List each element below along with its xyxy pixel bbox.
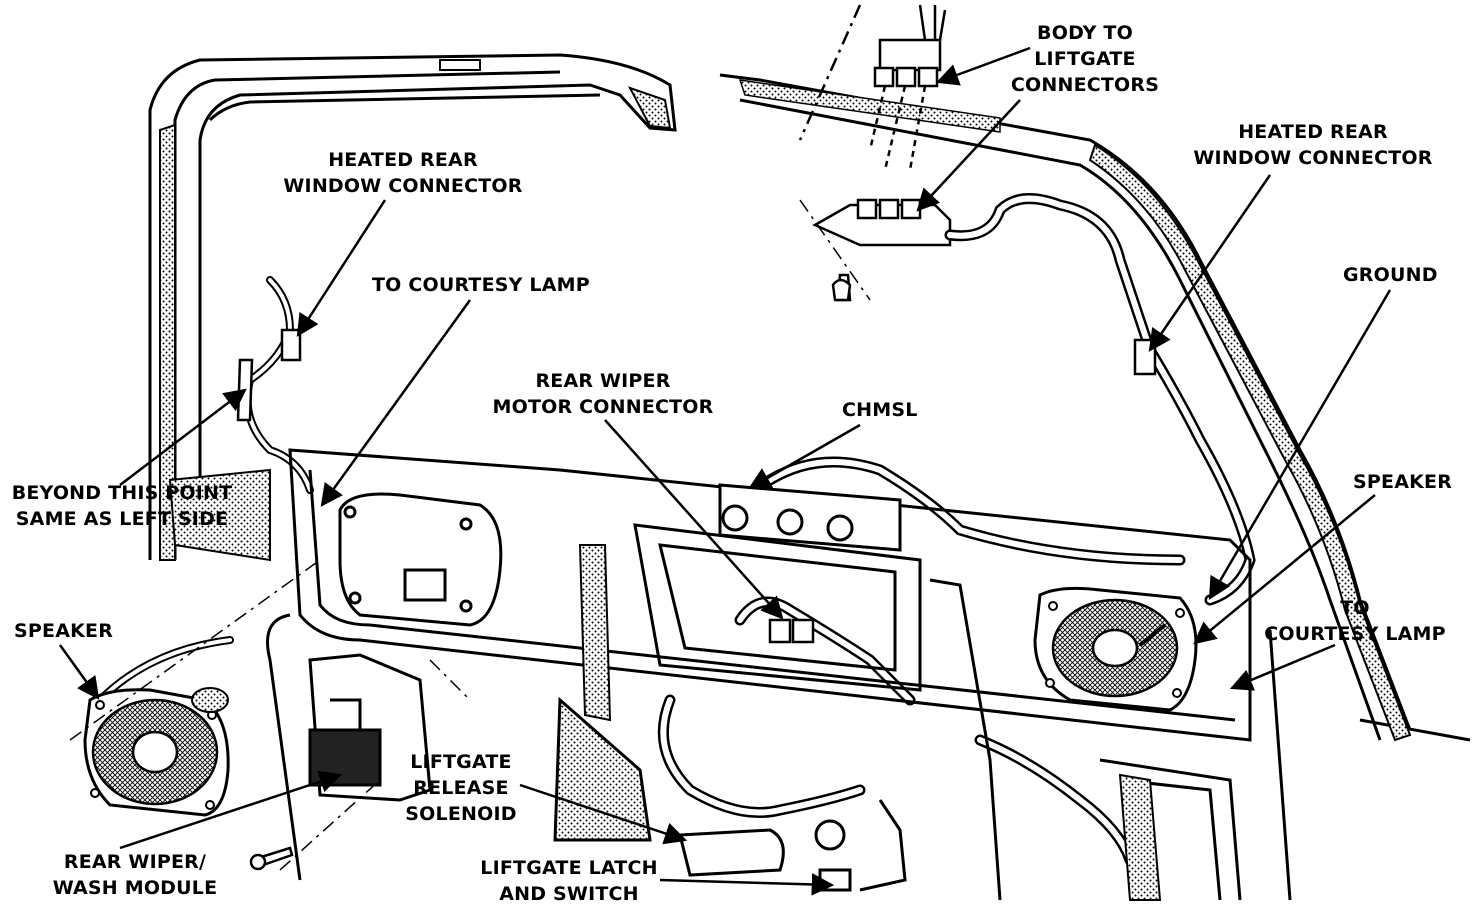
arrow-ground — [1208, 289, 1392, 600]
label-rear-wiper-wash-module: REAR WIPER/ WASH MODULE — [52, 851, 218, 899]
arrow-body-to-liftgate-2 — [916, 99, 1021, 212]
label-beyond-this-point: BEYOND THIS POINT SAME AS LEFT SIDE — [11, 482, 233, 530]
label-liftgate-latch-switch: LIFTGATE LATCH AND SWITCH — [480, 857, 658, 905]
arrow-speaker-left — [58, 644, 100, 700]
chmsl-housing — [718, 483, 902, 552]
arrow-solenoid — [519, 783, 688, 845]
arrow-body-to-liftgate-1 — [935, 46, 1031, 86]
frame-stipple-roof — [738, 79, 1001, 133]
top-slot — [439, 59, 481, 71]
label-heated-window-left: HEATED REAR WINDOW CONNECTOR — [283, 149, 523, 197]
label-rear-wiper-motor: REAR WIPER MOTOR CONNECTOR — [492, 370, 714, 418]
arrow-heated-left — [296, 199, 387, 337]
label-body-to-liftgate: BODY TO LIFTGATE CONNECTORS — [1010, 22, 1160, 96]
arrow-beyond — [119, 388, 247, 486]
center-recess — [633, 523, 922, 692]
body-connectors — [798, 4, 947, 171]
frame-stipple-pillar — [578, 544, 612, 722]
arrow-wiper-motor — [604, 419, 784, 620]
arrow-courtesy-left — [320, 299, 472, 507]
exploded-lines — [69, 199, 871, 871]
label-speaker-left: SPEAKER — [14, 620, 114, 642]
speaker-right — [1033, 586, 1198, 712]
wiper-motor-connector — [768, 618, 815, 644]
arrow-speaker-right — [1193, 494, 1376, 645]
screw-left — [249, 846, 294, 871]
arrow-wiper-wash — [119, 770, 343, 850]
courtesy-lamp-left — [338, 492, 503, 627]
label-ground: GROUND — [1343, 264, 1438, 286]
arrow-chmsl — [748, 423, 861, 490]
liftgate-frame-left — [148, 53, 677, 560]
label-liftgate-release-solenoid: LIFTGATE RELEASE SOLENOID — [405, 751, 517, 825]
arrow-heated-right — [1148, 174, 1272, 352]
callout-arrows — [58, 46, 1392, 896]
heated-window-connector-left — [236, 328, 302, 422]
label-to-courtesy-lamp-left: TO COURTESY LAMP — [372, 274, 590, 296]
liftgate-frame-right — [719, 73, 1471, 742]
frame-stipple-right — [1088, 143, 1412, 742]
arrow-latch — [659, 873, 835, 896]
label-to-courtesy-lamp-right: TO COURTESY LAMP — [1264, 597, 1446, 645]
frame-stipple-corner — [168, 468, 271, 562]
speaker-left — [83, 687, 230, 817]
label-chmsl: CHMSL — [842, 399, 918, 421]
label-heated-window-right: HEATED REAR WINDOW CONNECTOR — [1193, 121, 1433, 169]
frame-stipple-lower — [1118, 773, 1162, 901]
frame-stipple-top — [627, 86, 672, 130]
trim-panel — [266, 448, 1252, 881]
label-speaker-right: SPEAKER — [1353, 471, 1453, 493]
wiper-wash-module — [308, 653, 432, 802]
screw-top — [831, 278, 852, 302]
arrow-courtesy-right — [1229, 643, 1336, 691]
